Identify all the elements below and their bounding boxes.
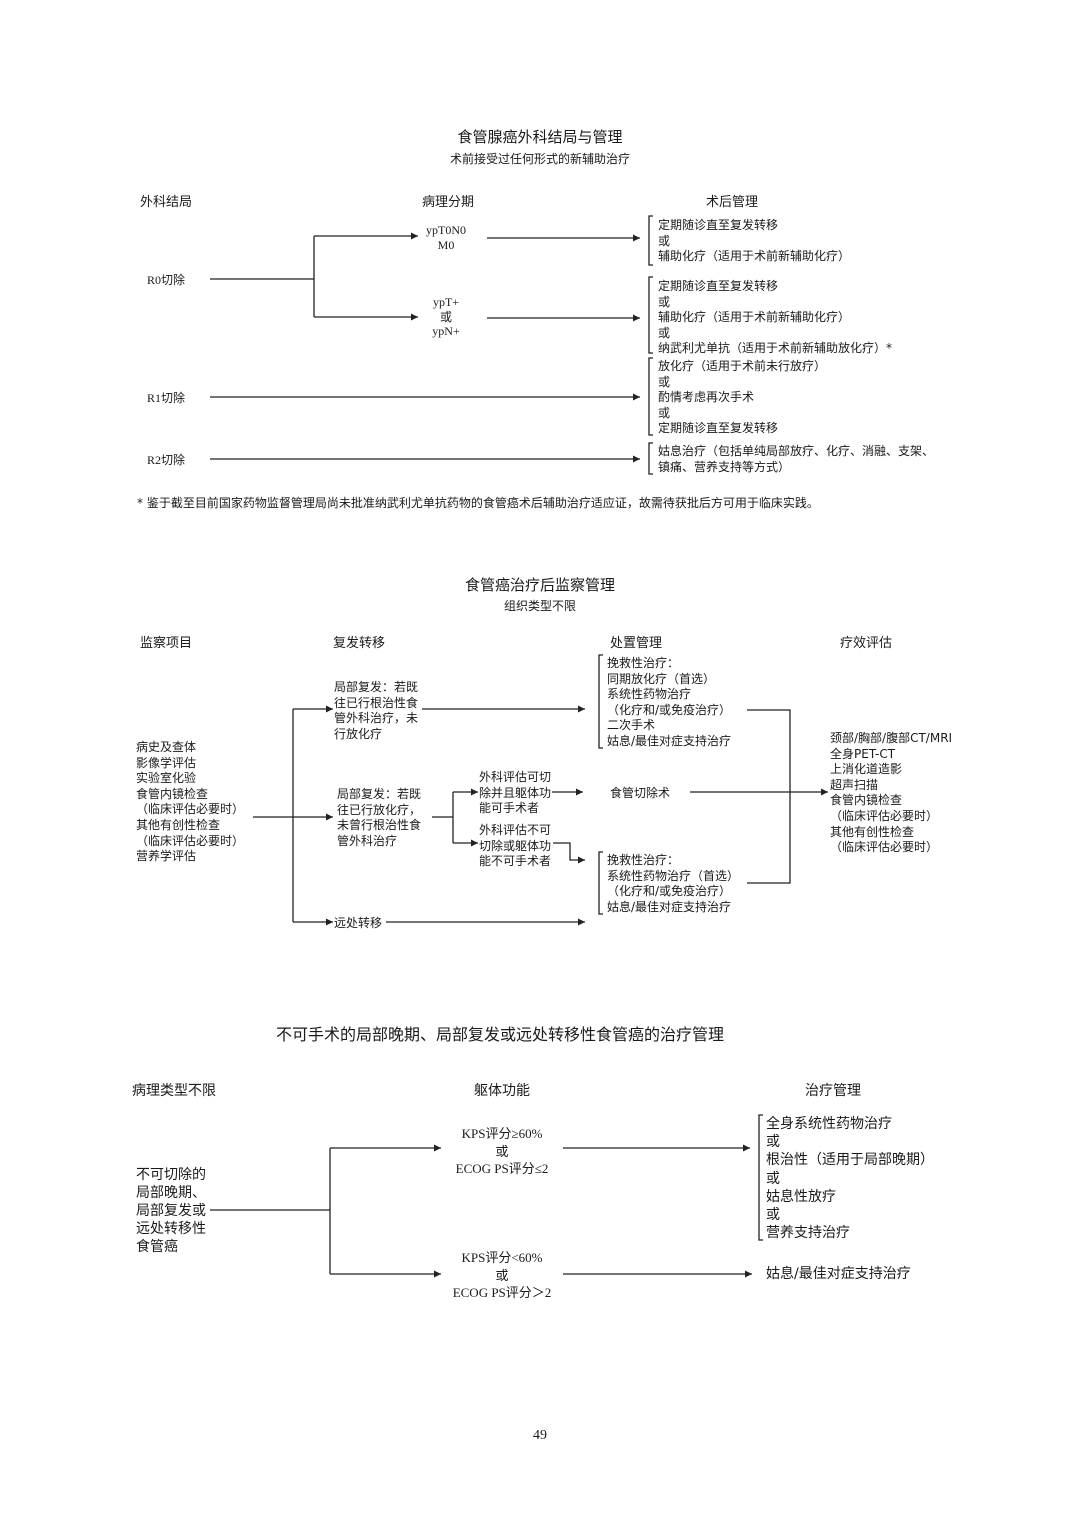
section2-header-management: 处置管理 [610,636,663,651]
management-esophagectomy: 食管切除术 [610,786,671,800]
recurrence-local-after-chemoradiation: 局部复发：若既 往已行放化疗， 未曾行根治性食 管外科治疗 [337,787,422,848]
recurrence-distant-metastasis: 远处转移 [334,916,383,930]
section2-subtitle: 组织类型不限 [503,599,576,613]
section2-header-recurrence: 复发转移 [333,636,386,651]
stage-ypT0N0M0: ypT0N0 M0 [426,223,466,252]
recurrence-local-after-surgery: 局部复发：若既 往已行根治性食 管外科治疗，未 行放化疗 [334,680,419,741]
efficacy-evaluation-items: 颈部/胸部/腹部CT/MRI 全身PET-CT 上消化道造影 超声扫描 食管内镜… [830,731,953,855]
management-r2: 姑息治疗（包括单纯局部放疗、化疗、消融、支架、 镇痛、营养支持等方式） [658,444,935,474]
management-salvage-2: 挽救性治疗： 系统性药物治疗（首选） （化疗和/或免疫治疗） 姑息/最佳对症支持… [607,853,740,914]
stage-ypT-or-ypN-positive: ypT+ 或 ypN+ [432,295,460,339]
management-ypT0N0M0: 定期随诊直至复发转移 或 辅助化疗（适用于术前新辅助化疗） [658,218,851,264]
page-number: 49 [533,1428,547,1443]
management-r1: 放化疗（适用于术前未行放疗） 或 酌情考虑再次手术 或 定期随诊直至复发转移 [658,359,827,436]
section3-header-performance: 躯体功能 [474,1083,530,1099]
monitoring-items: 病史及查体 影像学评估 实验室化验 食管内镜检查 （临床评估必要时） 其他有创性… [136,740,245,864]
treatment-poor-performance: 姑息/最佳对症支持治疗 [766,1266,911,1282]
section1-header-surgical-outcome: 外科结局 [140,195,193,210]
patient-population: 不可切除的 局部晚期、 局部复发或 远处转移性 食管癌 [136,1167,206,1255]
management-ypT-positive: 定期随诊直至复发转移 或 辅助化疗（适用于术前新辅助化疗） 或 纳武利尤单抗（适… [658,279,893,356]
performance-poor: KPS评分<60% 或 ECOG PS评分＞2 [452,1250,552,1300]
treatment-good-performance: 全身系统性药物治疗 或 根治性（适用于局部晚期） 或 姑息性放疗 或 营养支持治… [766,1116,934,1242]
section2-header-efficacy: 疗效评估 [840,636,893,651]
surgical-eval-unresectable: 外科评估不可 切除或躯体功 能不可手术者 [479,823,552,869]
r0-resection-label: R0切除 [147,273,186,287]
section1-header-postop-management: 术后管理 [706,195,759,210]
section1-header-pathologic-stage: 病理分期 [422,195,475,210]
section3-header-treatment: 治疗管理 [805,1083,861,1099]
section1-subtitle: 术前接受过任何形式的新辅助治疗 [449,152,630,166]
performance-good: KPS评分≥60% 或 ECOG PS评分≤2 [455,1126,549,1176]
section2-title: 食管癌治疗后监察管理 [464,576,615,594]
surgical-eval-resectable: 外科评估可切 除并且躯体功 能可手术者 [479,770,552,816]
section3-title: 不可手术的局部晚期、局部复发或远处转移性食管癌的治疗管理 [275,1025,724,1044]
management-salvage-1: 挽救性治疗： 同期放化疗（首选） 系统性药物治疗 （化疗和/或免疫治疗） 二次手… [607,656,732,748]
section2-header-monitoring: 监察项目 [140,636,193,651]
section1-footnote: * 鉴于截至目前国家药物监督管理局尚未批准纳武利尤单抗药物的食管癌术后辅助治疗适… [137,496,819,510]
section1-title: 食管腺癌外科结局与管理 [457,128,623,146]
r2-resection-label: R2切除 [147,453,186,467]
r1-resection-label: R1切除 [147,391,186,405]
section3-header-pathology: 病理类型不限 [132,1083,216,1099]
